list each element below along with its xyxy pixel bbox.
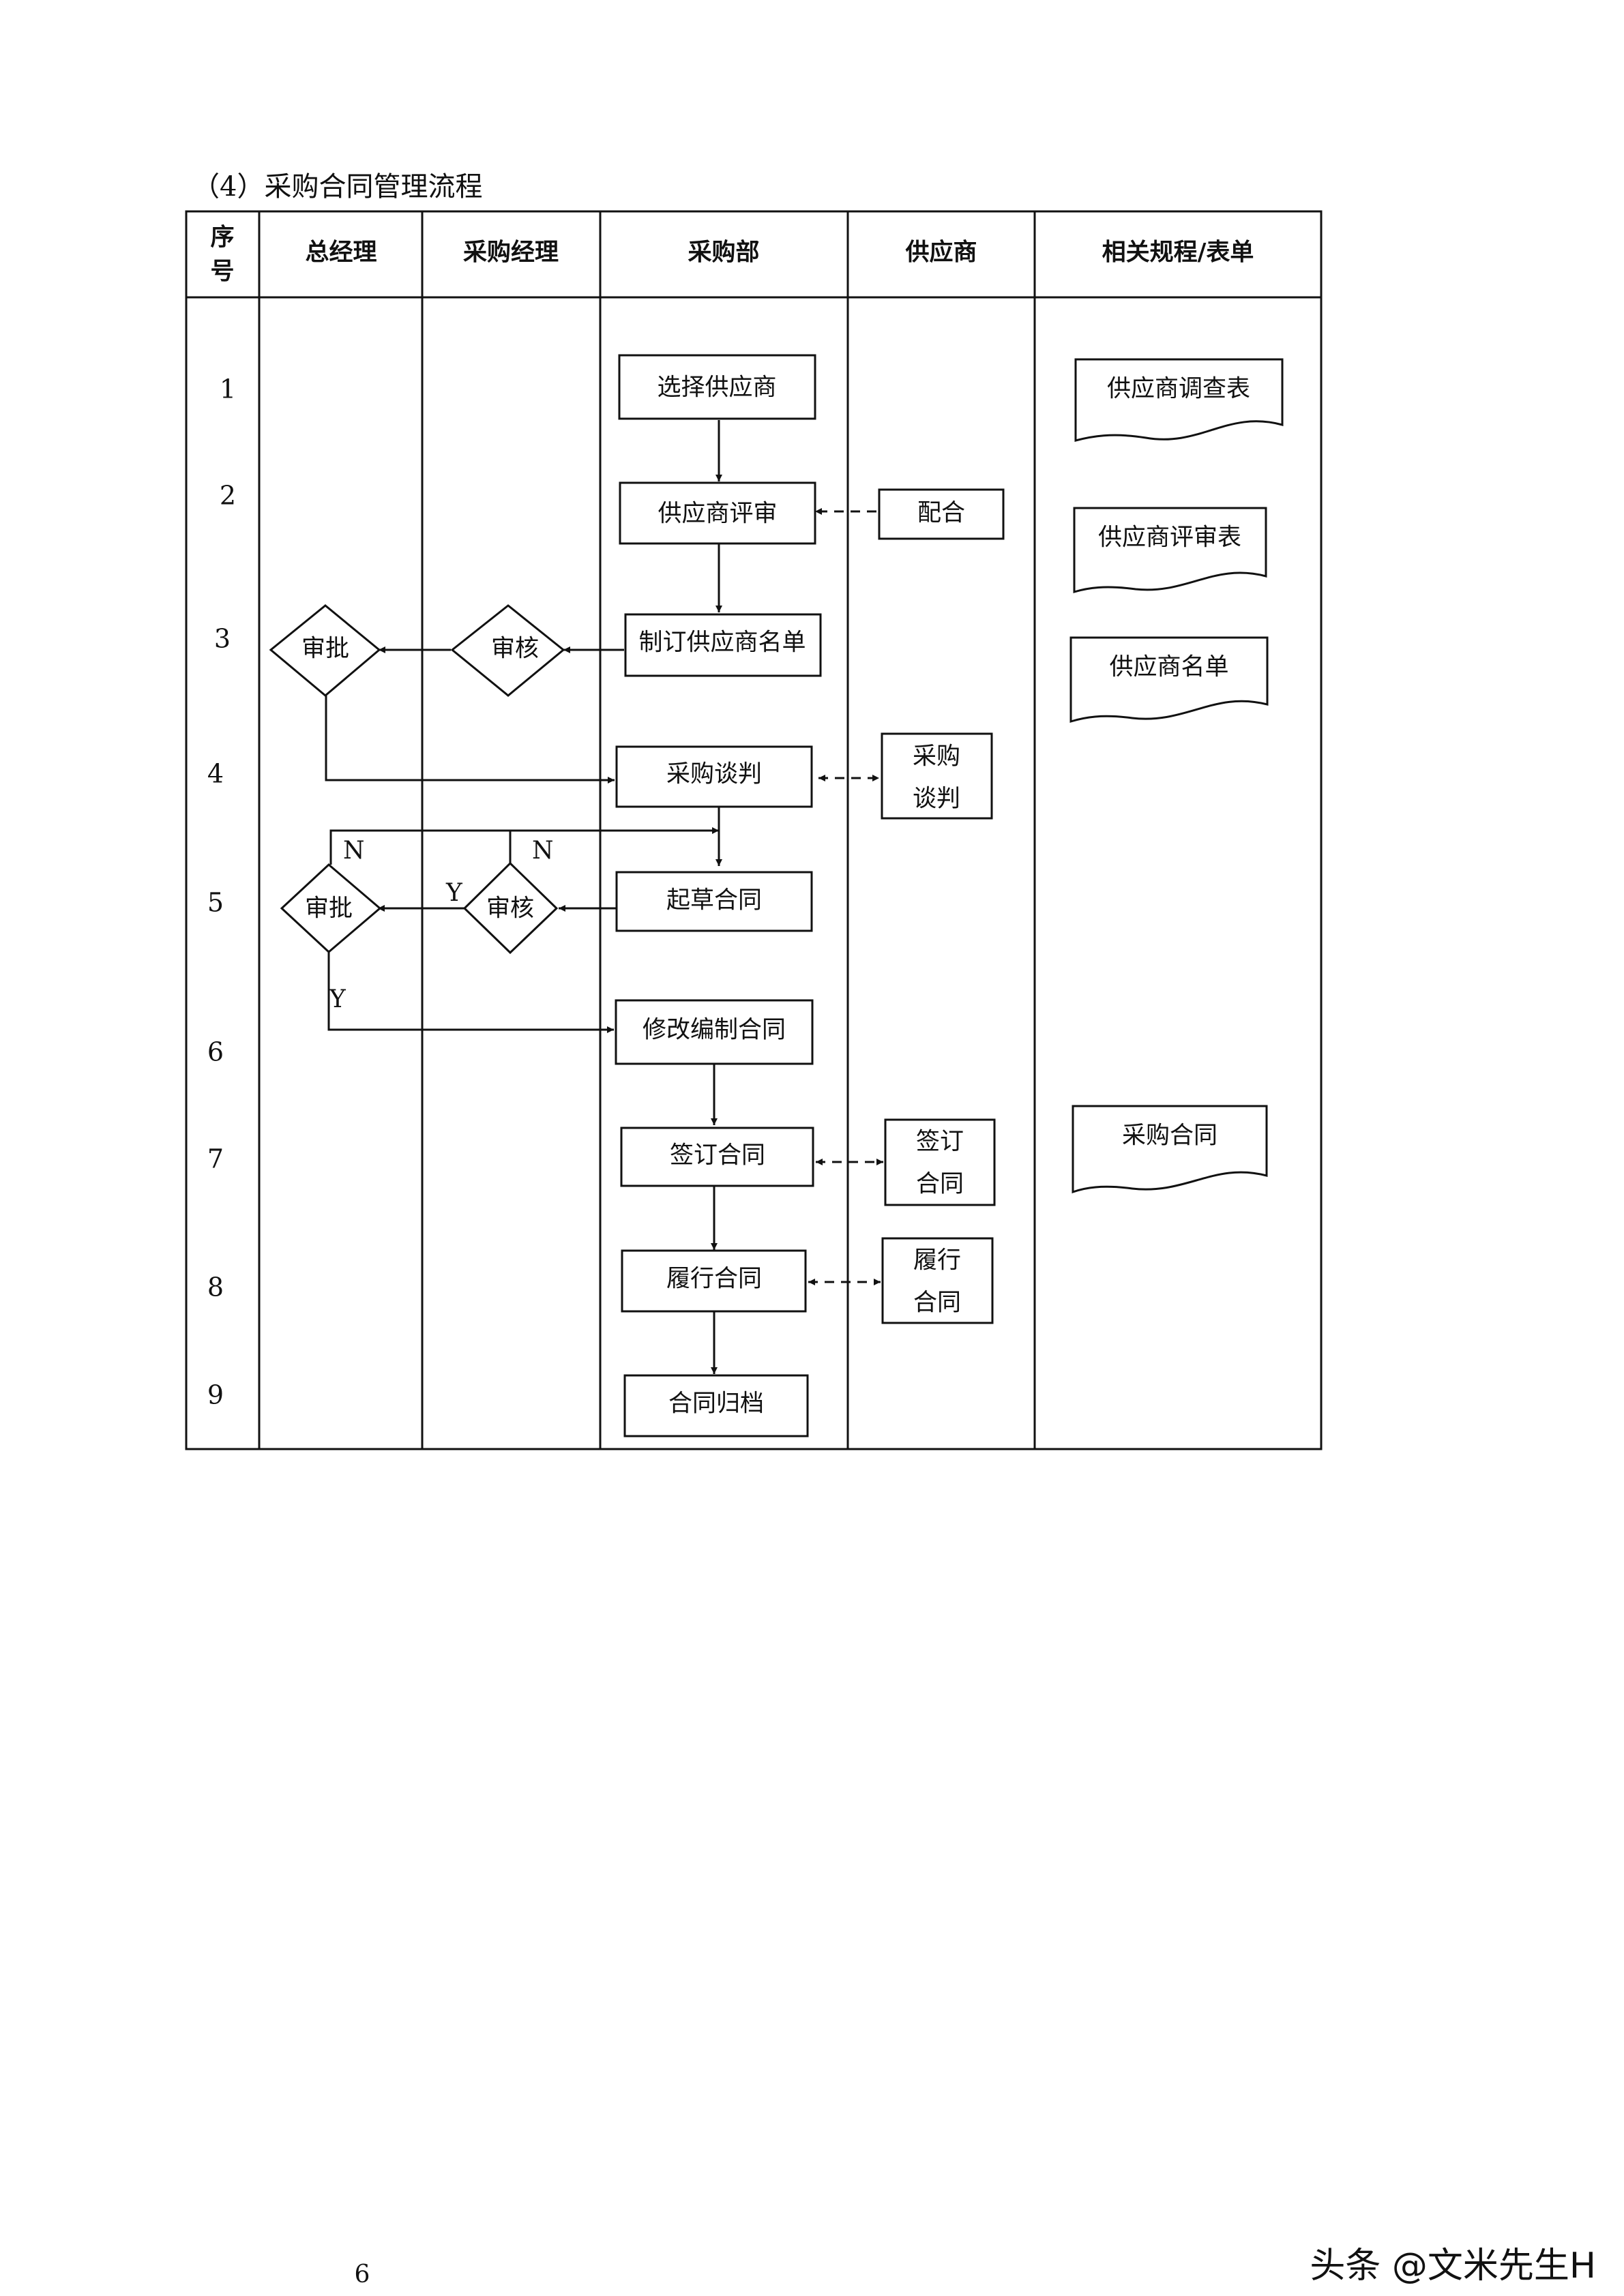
- row-number-4: 4: [207, 759, 224, 789]
- label-no-pm: N: [532, 837, 554, 865]
- label-supplier-perform-line2: 合同: [913, 1289, 961, 1317]
- decision-diamonds: [269, 604, 565, 955]
- label-pm-check-1: 审核: [491, 636, 539, 663]
- label-supplier-negotiation-line1: 采购: [913, 743, 960, 771]
- box-supplier-perform: [881, 1237, 994, 1324]
- box-revise-contract: [615, 999, 814, 1065]
- box-perform-contract: [621, 1249, 807, 1313]
- flow-labels: 选择供应商 供应商评审 制订供应商名单 采购谈判 起草合同 修改编制合同 签订合…: [301, 374, 1250, 1418]
- label-supplier-review: 供应商评审: [658, 501, 777, 528]
- table-header: 序 号 总经理 采购经理 采购部 供应商 相关规程/表单: [210, 224, 1254, 286]
- label-make-supplier-list: 制订供应商名单: [638, 629, 806, 657]
- row-number-8: 8: [207, 1272, 224, 1302]
- row-number-5: 5: [207, 888, 224, 918]
- document-shapes: [1069, 358, 1284, 1194]
- label-yes-pm: Y: [445, 879, 463, 907]
- label-supplier-perform-line1: 履行: [913, 1247, 961, 1274]
- doc-supplier-list: [1069, 636, 1269, 724]
- label-pm-check-2: 审核: [486, 895, 534, 923]
- swimlane-table: [185, 210, 1323, 1450]
- label-supplier-negotiation-line2: 谈判: [913, 786, 960, 813]
- label-archive-contract: 合同归档: [668, 1390, 764, 1418]
- label-no-gm: N: [343, 837, 365, 865]
- label-draft-contract: 起草合同: [666, 887, 762, 914]
- label-supplier-cooperate: 配合: [917, 500, 965, 527]
- label-supplier-sign-line2: 合同: [916, 1171, 964, 1198]
- doc-contract: [1072, 1105, 1268, 1194]
- label-yes-gm: Y: [329, 985, 346, 1013]
- diamond-pm-check-1: [450, 604, 565, 697]
- row-number-7: 7: [207, 1144, 224, 1174]
- label-supplier-sign-line1: 签订: [916, 1129, 964, 1156]
- box-supplier-negotiation: [881, 732, 993, 820]
- label-negotiation: 采购谈判: [666, 761, 762, 788]
- decision-labels: N N Y Y: [329, 837, 554, 1013]
- header-supplier: 供应商: [905, 239, 977, 267]
- label-perform-contract: 履行合同: [666, 1266, 762, 1293]
- page-number: 6: [355, 2261, 370, 2288]
- box-select-supplier: [618, 354, 816, 420]
- label-sign-contract: 签订合同: [670, 1142, 765, 1169]
- doc-survey-form: [1074, 358, 1284, 442]
- header-purchasing-manager: 采购经理: [463, 239, 559, 267]
- label-gm-approve-1: 审批: [301, 636, 349, 663]
- box-archive-contract: [623, 1374, 809, 1437]
- row-number-6: 6: [207, 1037, 224, 1067]
- label-doc-survey-form: 供应商调查表: [1107, 376, 1250, 403]
- box-supplier-sign: [884, 1118, 996, 1206]
- label-doc-supplier-list: 供应商名单: [1109, 654, 1228, 681]
- box-draft-contract: [615, 871, 813, 932]
- row-numbers: 1 2 3 4 5 6 7 8 9: [207, 374, 236, 1410]
- header-seq-line2: 号: [210, 258, 234, 286]
- box-supplier-cooperate: [878, 488, 1005, 540]
- row-number-9: 9: [207, 1380, 224, 1410]
- process-boxes: [615, 354, 1005, 1437]
- arrow-gm-reject-to-draft: [329, 827, 719, 865]
- row-number-2: 2: [220, 481, 236, 511]
- label-gm-approve-2: 审批: [305, 895, 353, 923]
- doc-review-form: [1073, 507, 1267, 594]
- header-seq-line1: 序: [210, 224, 234, 252]
- header-related-docs: 相关规程/表单: [1102, 239, 1254, 267]
- box-supplier-review: [619, 481, 816, 545]
- watermark-text: 头条 @文米先生H: [1310, 2246, 1596, 2286]
- label-revise-contract: 修改编制合同: [643, 1017, 786, 1044]
- label-doc-review-form: 供应商评审表: [1098, 524, 1241, 552]
- label-doc-contract: 采购合同: [1122, 1122, 1217, 1150]
- section-title: （4）采购合同管理流程: [192, 171, 482, 203]
- diamond-pm-check-2: [462, 861, 559, 955]
- box-sign-contract: [620, 1127, 814, 1187]
- row-number-3: 3: [214, 624, 231, 654]
- arrow-gm-approve-to-revise: [327, 952, 614, 1033]
- row-number-1: 1: [220, 374, 236, 404]
- box-negotiation: [615, 745, 813, 808]
- label-select-supplier: 选择供应商: [657, 374, 776, 402]
- header-purchasing-dept: 采购部: [688, 239, 759, 267]
- header-general-manager: 总经理: [305, 239, 377, 267]
- diamond-gm-approve-2: [280, 863, 382, 954]
- connectors: [325, 420, 883, 1374]
- arrow-gm-approve-to-negotiation: [325, 696, 615, 784]
- diamond-gm-approve-1: [269, 604, 381, 697]
- box-make-supplier-list: [624, 613, 822, 677]
